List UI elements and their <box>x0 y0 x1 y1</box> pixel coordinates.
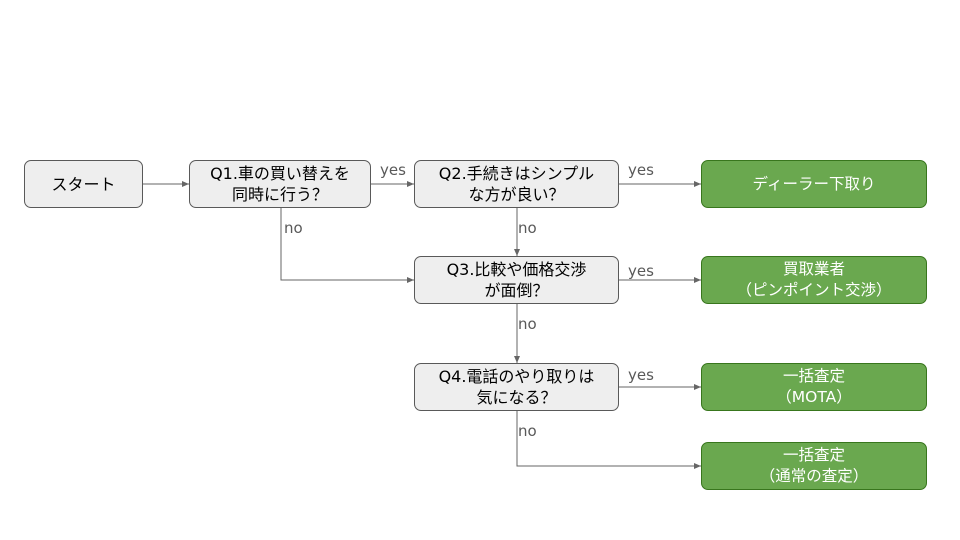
q4-line-1: Q4.電話のやり取りは <box>438 367 595 386</box>
edge-label-q4-no: no <box>518 422 537 440</box>
q4-line-2: 気になる？ <box>476 388 557 407</box>
result-node-bulk-appraisal-mota: 一括査定 （MOTA） <box>701 363 927 411</box>
question-node-q3: Q3.比較や価格交渉 が面倒？ <box>414 256 619 304</box>
start-node: スタート <box>24 160 143 208</box>
q2-line-2: な方が良い？ <box>468 185 565 204</box>
edge-label-q3-no: no <box>518 315 537 333</box>
dealer-line-1: ディーラー下取り <box>752 174 876 193</box>
q3-line-1: Q3.比較や価格交渉 <box>446 260 587 279</box>
buyer-line-1: 買取業者 <box>782 260 845 278</box>
start-node-label: スタート <box>51 174 116 194</box>
edge-label-q4-yes: yes <box>628 366 654 384</box>
result-node-bulk-appraisal-normal: 一括査定 （通常の査定） <box>701 442 927 490</box>
edge-label-q1-yes: yes <box>380 161 406 179</box>
connector-q1-no-to-q3 <box>280 208 414 283</box>
question-node-q4: Q4.電話のやり取りは 気になる？ <box>414 363 619 411</box>
result-node-buyer: 買取業者 （ピンポイント交渉） <box>701 256 927 304</box>
edge-label-q2-no: no <box>518 219 537 237</box>
buyer-line-2: （ピンポイント交渉） <box>736 281 892 299</box>
question-node-q1: Q1.車の買い替えを 同時に行う？ <box>189 160 371 208</box>
q3-line-2: が面倒？ <box>484 281 549 300</box>
normal-line-1: 一括査定 <box>782 446 845 464</box>
mota-line-2: （MOTA） <box>776 388 852 406</box>
mota-line-1: 一括査定 <box>782 367 845 385</box>
q1-line-2: 同時に行う？ <box>231 185 328 204</box>
connector-q4-no-to-normal <box>516 411 701 469</box>
edge-label-q1-no: no <box>284 219 303 237</box>
result-node-dealer-trade-in: ディーラー下取り <box>701 160 927 208</box>
normal-line-2: （通常の査定） <box>759 467 869 485</box>
edge-label-q3-yes: yes <box>628 262 654 280</box>
edge-label-q2-yes: yes <box>628 161 654 179</box>
question-node-q2: Q2.手続きはシンプル な方が良い？ <box>414 160 619 208</box>
q2-line-1: Q2.手続きはシンプル <box>438 164 595 183</box>
q1-line-1: Q1.車の買い替えを <box>210 164 350 183</box>
